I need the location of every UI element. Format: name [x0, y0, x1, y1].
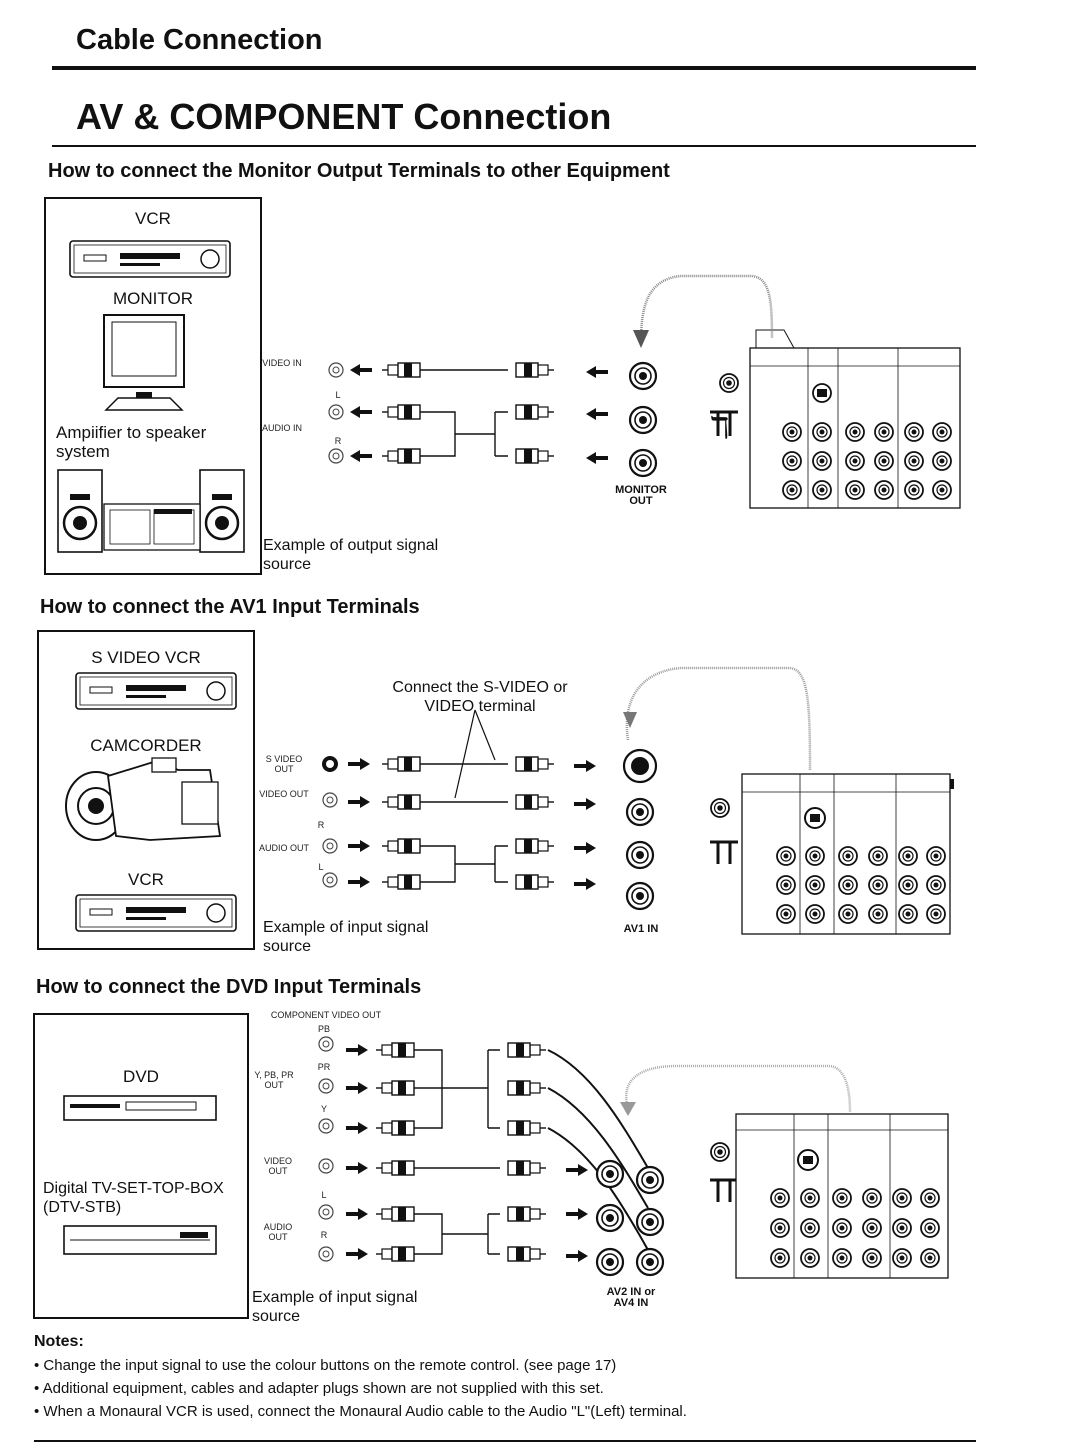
section-title: Cable Connection: [76, 24, 323, 56]
dvd-devices-box: DVD Digital TV-SET-TOP-BOX (DTV-STB): [33, 1013, 249, 1319]
output-caption: Example of output signal source: [263, 537, 439, 573]
panel-av4-in-label: AV4 IN: [902, 779, 954, 789]
device-label-dvd: DVD: [123, 1067, 159, 1086]
device-label-amplifier: Ampiifier to speaker system: [56, 423, 207, 461]
monitor-out-heading: How to connect the Monitor Output Termin…: [48, 160, 670, 182]
panel-av2-in-label: AV2 IN: [838, 1118, 890, 1128]
r-label: R: [320, 1230, 328, 1240]
divider: [34, 1440, 976, 1442]
dvd-caption: Example of input signal source: [252, 1289, 418, 1325]
video-in-label: VIDEO IN: [262, 358, 302, 368]
panel-av2-in-label: AV2 IN: [846, 351, 896, 361]
audio-in-label: AUDIO IN: [262, 423, 303, 433]
pr-label: PR: [317, 1062, 331, 1072]
av2-av4-terminal-label: AV2 IN or AV4 IN: [606, 1286, 656, 1309]
note-item: • Change the input signal to use the col…: [34, 1357, 617, 1374]
y-label: Y: [320, 1104, 327, 1114]
panel-av2-in-label: AV2 IN: [846, 779, 896, 789]
panel-av4-in-label: AV4 IN: [894, 1118, 946, 1128]
l-label: L: [321, 1190, 327, 1200]
ypbpr-out-label: Y, PB, PR OUT: [254, 1070, 294, 1090]
note-item: • When a Monaural VCR is used, connect t…: [34, 1403, 687, 1420]
divider: [52, 66, 976, 70]
divider: [52, 145, 976, 147]
panel-av4-in-label: AV4 IN: [902, 351, 956, 361]
video-out-label: VIDEO OUT: [259, 789, 309, 799]
device-label-dtv-stb: Digital TV-SET-TOP-BOX (DTV-STB): [43, 1180, 224, 1216]
av1-heading: How to connect the AV1 Input Terminals: [40, 596, 420, 618]
device-label-svideo-vcr: S VIDEO VCR: [91, 648, 201, 667]
dvd-heading: How to connect the DVD Input Terminals: [36, 976, 422, 998]
notes-heading: Notes:: [34, 1333, 84, 1350]
device-label-vcr: VCR: [128, 870, 164, 889]
panel-monitor-out-label: MONITOR OUT: [754, 352, 797, 358]
r-label: R: [317, 820, 325, 830]
page-title: AV & COMPONENT Connection: [76, 96, 612, 137]
av1-in-terminal-label: AV1 IN: [623, 923, 659, 935]
device-label-monitor: MONITOR: [113, 289, 193, 308]
av1-devices-box: S VIDEO VCR CAMCORDER VCR: [37, 630, 255, 950]
svg-text:ℸ: ℸ: [710, 411, 729, 446]
device-label-vcr: VCR: [135, 209, 171, 228]
r-label: R: [334, 436, 342, 446]
connect-note: Connect the S-VIDEO or VIDEO terminal: [392, 679, 568, 715]
output-devices-box: VCR MONITOR Ampiifier to speaker system: [44, 197, 262, 575]
panel-av1-in-label: AV1 IN: [812, 352, 831, 358]
note-item: • Additional equipment, cables and adapt…: [34, 1380, 604, 1397]
video-out-label: VIDEO OUT: [263, 1156, 292, 1176]
monitor-out-terminal-label: MONITOR OUT: [615, 484, 667, 507]
pb-label: PB: [317, 1024, 330, 1034]
audio-out-label: AUDIO OUT: [258, 843, 309, 853]
component-video-out-label: COMPONENT VIDEO OUT: [270, 1010, 382, 1020]
l-label: L: [318, 862, 324, 872]
audio-out-label: AUDIO OUT: [263, 1222, 293, 1242]
s-video-out-label: S VIDEO OUT: [265, 754, 303, 774]
l-label: L: [335, 390, 341, 400]
device-label-camcorder: CAMCORDER: [90, 736, 202, 755]
av1-caption: Example of input signal source: [263, 919, 429, 955]
